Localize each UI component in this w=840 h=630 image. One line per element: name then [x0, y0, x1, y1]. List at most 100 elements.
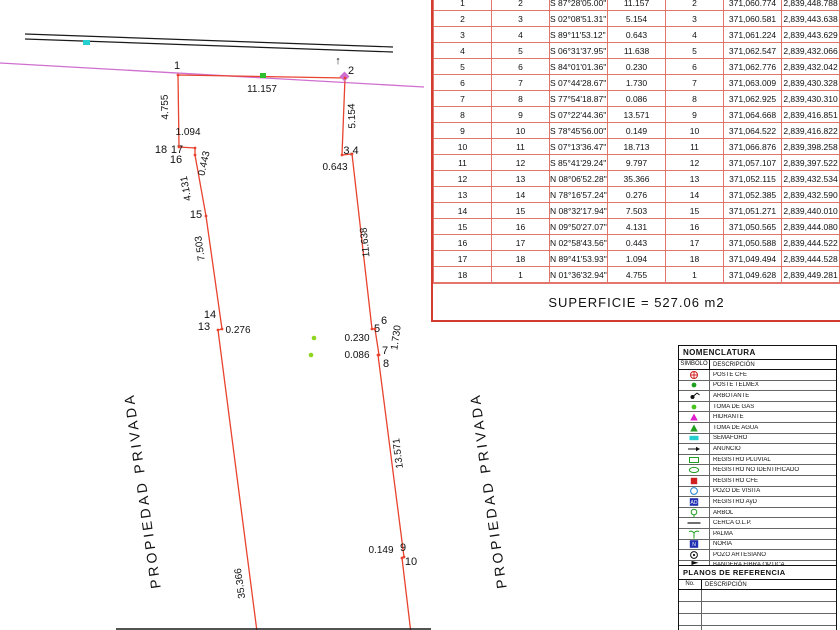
table-cell: S 84°01'01.36" E [549, 58, 608, 75]
legend-header: SIMBOLO DESCRIPCIÓN [679, 360, 836, 370]
table-cell: 9 [433, 122, 492, 139]
table-cell: 8 [433, 106, 492, 123]
legend-item-label: REGISTRO CFE [713, 477, 759, 484]
table-cell: 35.366 [607, 170, 666, 187]
table-cell: 371,050.565 [723, 218, 782, 235]
table-cell: 2,839,432.066 [781, 42, 840, 59]
vertex-number-label: 18 [155, 144, 167, 156]
table-cell: 6 [491, 58, 550, 75]
table-cell: 4.131 [607, 218, 666, 235]
table-cell: S 07°22'44.36" E [549, 106, 608, 123]
table-cell: 371,049.494 [723, 250, 782, 267]
table-cell: 12 [433, 170, 492, 187]
registro-marker-icon [311, 335, 317, 341]
planos-row-no [679, 590, 702, 601]
legend-item-label: CERCA O.L.P. [713, 520, 752, 527]
legend-item: REGISTRO NO IDENTIFICADO [679, 465, 836, 476]
vertex-number-label: 6 [381, 315, 387, 327]
arbol-icon [679, 507, 710, 518]
planos-row-no [679, 614, 702, 625]
table-cell: 13.571 [607, 106, 666, 123]
table-cell: 5 [433, 58, 492, 75]
planos-row-no [679, 626, 702, 630]
legend-item-label: TOMA DE AGUA [713, 424, 759, 431]
registro-marker-icon [308, 352, 314, 358]
legend-item: N NORIA [679, 539, 836, 551]
table-cell: 13 [665, 170, 724, 187]
table-cell: 1.730 [607, 74, 666, 91]
table-row: 78S 77°54'18.87" W0.0868371,062.9252,839… [433, 90, 840, 107]
dimension-label: 0.149 [368, 545, 393, 556]
vertex-marker [376, 353, 380, 357]
legend-item: POSTE TELMEX [679, 380, 836, 392]
vertex-marker [216, 328, 220, 332]
vertex-marker [204, 214, 208, 218]
vertex-marker [193, 146, 197, 150]
table-cell: 12 [491, 154, 550, 171]
table-cell: 2,839,444.080 [781, 218, 840, 235]
table-cell: S 77°54'18.87" W [549, 90, 608, 107]
legend-item: PALMA [679, 528, 836, 540]
table-cell: 6 [665, 58, 724, 75]
parcel-outline [177, 74, 412, 630]
table-cell: 2,839,430.310 [781, 90, 840, 107]
table-cell: 2 [491, 0, 550, 11]
table-cell: 11.157 [607, 0, 666, 11]
planos-title: PLANOS DE REFERENCIA [679, 566, 836, 580]
vertex-number-label: 10 [405, 556, 417, 568]
table-cell: 371,062.776 [723, 58, 782, 75]
planos-row-desc [702, 590, 836, 601]
table-cell: 12 [665, 154, 724, 171]
table-cell: 2,839,444.522 [781, 234, 840, 251]
legend-item: HIDRANTE [679, 412, 836, 423]
vertex-number-label: 5 [374, 323, 380, 335]
table-cell: 17 [665, 234, 724, 251]
table-cell: 16 [665, 218, 724, 235]
table-cell: 371,060.581 [723, 10, 782, 27]
noria-icon: N [679, 539, 710, 550]
table-cell: 6 [433, 74, 492, 91]
table-cell: 2,839,432.042 [781, 58, 840, 75]
table-cell: 371,049.628 [723, 266, 782, 283]
legend-item-label: TOMA DE GAS [713, 403, 755, 410]
legend-item: CERCA O.L.P. [679, 518, 836, 529]
table-cell: 371,064.522 [723, 122, 782, 139]
vertex-marker [343, 76, 347, 80]
table-row: 56S 84°01'01.36" E0.2306371,062.7762,839… [433, 58, 840, 75]
dimension-label: 0.086 [344, 350, 369, 361]
dimension-label: 35.366 [233, 567, 248, 599]
table-cell: 10 [491, 122, 550, 139]
table-cell: S 85°41'29.24" W [549, 154, 608, 171]
legend-item: ANUNCIO [679, 444, 836, 455]
table-cell: 10 [433, 138, 492, 155]
table-cell: 2,839,432.534 [781, 170, 840, 187]
table-cell: 0.149 [607, 122, 666, 139]
semaforo-marker-icon [83, 40, 90, 45]
vertex-number-label: 16 [170, 154, 182, 166]
toma-de-gas-icon [679, 401, 710, 412]
svg-text:N: N [692, 542, 696, 548]
table-cell: 14 [665, 186, 724, 203]
planos-row [679, 590, 836, 602]
dimension-label: 0.276 [225, 325, 250, 336]
vertex-marker [193, 153, 197, 157]
vertex-number-label: 14 [204, 309, 216, 321]
table-cell: 17 [491, 234, 550, 251]
table-cell: 13 [491, 170, 550, 187]
table-cell: S 07°44'28.67" E [549, 74, 608, 91]
vertex-number-label: 8 [383, 358, 389, 370]
table-cell: 5.154 [607, 10, 666, 27]
planos-col-no: No. [679, 580, 702, 589]
planos-rows [679, 590, 836, 630]
legend-item: ARBOTANTE [679, 391, 836, 402]
legend-item-label: NORIA [713, 541, 733, 548]
table-cell: 16 [433, 234, 492, 251]
legend-item: TOMA DE AGUA [679, 422, 836, 434]
table-cell: 4.755 [607, 266, 666, 283]
planos-col-descripcion: DESCRIPCIÓN [705, 581, 747, 588]
coordinates-table: ESTPVRUMBODISTANCIAVXY 12S 87°28'05.00" … [431, 0, 840, 322]
